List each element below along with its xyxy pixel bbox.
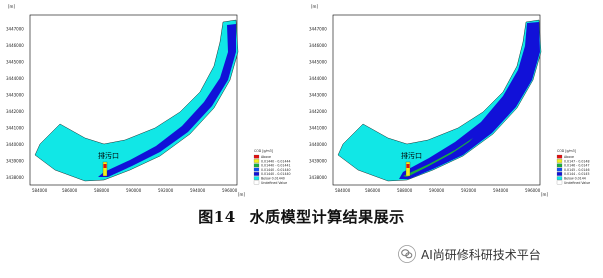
right-legend-label: 0.0144 - 0.0145: [564, 172, 589, 176]
right-legend-swatch: [556, 163, 563, 168]
left-x-tick: 590000: [126, 188, 142, 193]
left-legend-label: 0.01440 - 0.01440: [261, 172, 291, 176]
left-x-tick: 584000: [32, 188, 48, 193]
left-x-unit: [m]: [238, 192, 245, 197]
left-x-tick: 596000: [222, 188, 238, 193]
right-legend-swatch: [556, 180, 563, 185]
left-legend-swatch: [253, 180, 260, 185]
left-model-figure: [m] 3447000 3446000 3445000 3444000 3443…: [6, 4, 291, 197]
left-outlet-label: 排污口: [98, 151, 119, 160]
left-y-tick: 3440000: [6, 142, 24, 147]
right-x-tick: 584000: [335, 188, 351, 193]
right-outlet-label: 排污口: [401, 151, 422, 160]
left-y-tick: 3447000: [6, 27, 24, 32]
right-x-tick: 596000: [525, 188, 541, 193]
right-model-panel: [m] 3447000 3446000 3445000 3444000 3443…: [303, 0, 603, 200]
left-legend-swatch: [253, 167, 260, 172]
left-model-panel: [m] 3447000 3446000 3445000 3444000 3443…: [0, 0, 300, 200]
right-y-tick: 3440000: [309, 142, 327, 147]
figure-caption: 图14 水质模型计算结果展示: [0, 206, 603, 227]
left-legend-label: Below 0.01440: [261, 177, 285, 181]
left-legend-label: 0.01440 - 0.01444: [261, 159, 291, 163]
right-legend-swatch: [556, 167, 563, 172]
left-x-tick: 586000: [62, 188, 78, 193]
right-x-tick: 594000: [493, 188, 509, 193]
left-legend-title: COD [g/m3]: [254, 149, 273, 153]
left-y-tick: 3442000: [6, 109, 24, 114]
left-x-ticks: 584000 586000 588000 590000 592000 59400…: [32, 188, 245, 197]
left-legend-label: Above: [261, 155, 271, 159]
left-y-ticks: 3447000 3446000 3445000 3444000 3443000 …: [6, 27, 24, 181]
left-x-tick: 588000: [94, 188, 110, 193]
left-y-tick: 3443000: [6, 93, 24, 98]
left-y-tick: 3439000: [6, 159, 24, 164]
right-y-tick: 3446000: [309, 43, 327, 48]
right-river-water: [337, 19, 542, 182]
right-x-unit: [m]: [541, 192, 548, 197]
left-legend-swatch: [253, 154, 260, 159]
left-legend-label: 0.01440 - 0.01441: [261, 164, 291, 168]
right-y-tick: 3438000: [309, 175, 327, 180]
right-y-tick: 3447000: [309, 27, 327, 32]
left-legend-label: Undefined Value: [261, 181, 287, 185]
left-y-unit: [m]: [8, 4, 15, 9]
right-x-ticks: 584000 586000 588000 590000 592000 59400…: [335, 188, 548, 197]
wechat-icon: [398, 245, 416, 263]
left-legend-swatch: [253, 163, 260, 168]
right-y-ticks: 3447000 3446000 3445000 3444000 3443000 …: [309, 27, 327, 181]
right-y-tick: 3443000: [309, 93, 327, 98]
left-y-tick: 3446000: [6, 43, 24, 48]
right-y-tick: 3444000: [309, 76, 327, 81]
left-y-tick: 3438000: [6, 175, 24, 180]
left-legend-label: 0.01440 - 0.01440: [261, 168, 291, 172]
right-model-figure: [m] 3447000 3446000 3445000 3444000 3443…: [309, 4, 590, 197]
left-legend-swatch: [253, 176, 260, 181]
left-outlet-hotspot: [103, 164, 107, 168]
left-outlet-marker: [102, 161, 108, 177]
right-y-tick: 3442000: [309, 109, 327, 114]
right-legend-swatch: [556, 176, 563, 181]
left-y-tick: 3445000: [6, 60, 24, 65]
right-y-tick: 3441000: [309, 126, 327, 131]
right-x-tick: 586000: [365, 188, 381, 193]
right-x-tick: 590000: [429, 188, 445, 193]
right-legend-swatch: [556, 154, 563, 159]
right-legend-title: COD [g/m3]: [557, 149, 576, 153]
right-outlet-marker: [405, 161, 411, 177]
right-legend-label: Undefined Value: [564, 181, 590, 185]
right-x-tick: 592000: [461, 188, 477, 193]
left-y-tick: 3441000: [6, 126, 24, 131]
right-legend-label: Above: [564, 155, 574, 159]
left-x-tick: 594000: [190, 188, 206, 193]
left-pollution-plume: [98, 24, 236, 177]
watermark: AI尚研修科研技术平台: [398, 244, 541, 264]
caption-number: 图14: [198, 208, 236, 226]
right-legend-label: Below 0.0144: [564, 177, 586, 181]
right-y-tick: 3445000: [309, 60, 327, 65]
left-legend-swatch: [253, 159, 260, 163]
right-pollution-plume: [399, 22, 540, 179]
right-legend-label: 0.0145 - 0.0146: [564, 168, 589, 172]
caption-text: 水质模型计算结果展示: [249, 208, 405, 226]
right-legend-swatch: [556, 159, 563, 163]
right-outlet-hotspot: [406, 164, 410, 168]
right-x-tick: 588000: [397, 188, 413, 193]
left-y-tick: 3444000: [6, 76, 24, 81]
left-legend-swatch: [253, 172, 260, 176]
right-legend-label: 0.0147 - 0.0148: [564, 159, 589, 163]
right-legend-swatch: [556, 172, 563, 176]
watermark-text: AI尚研修科研技术平台: [421, 247, 541, 262]
left-x-tick: 592000: [158, 188, 174, 193]
left-river-water: [34, 19, 239, 182]
right-legend-label: 0.0146 - 0.0147: [564, 164, 589, 168]
right-y-unit: [m]: [311, 4, 318, 9]
right-y-tick: 3439000: [309, 159, 327, 164]
